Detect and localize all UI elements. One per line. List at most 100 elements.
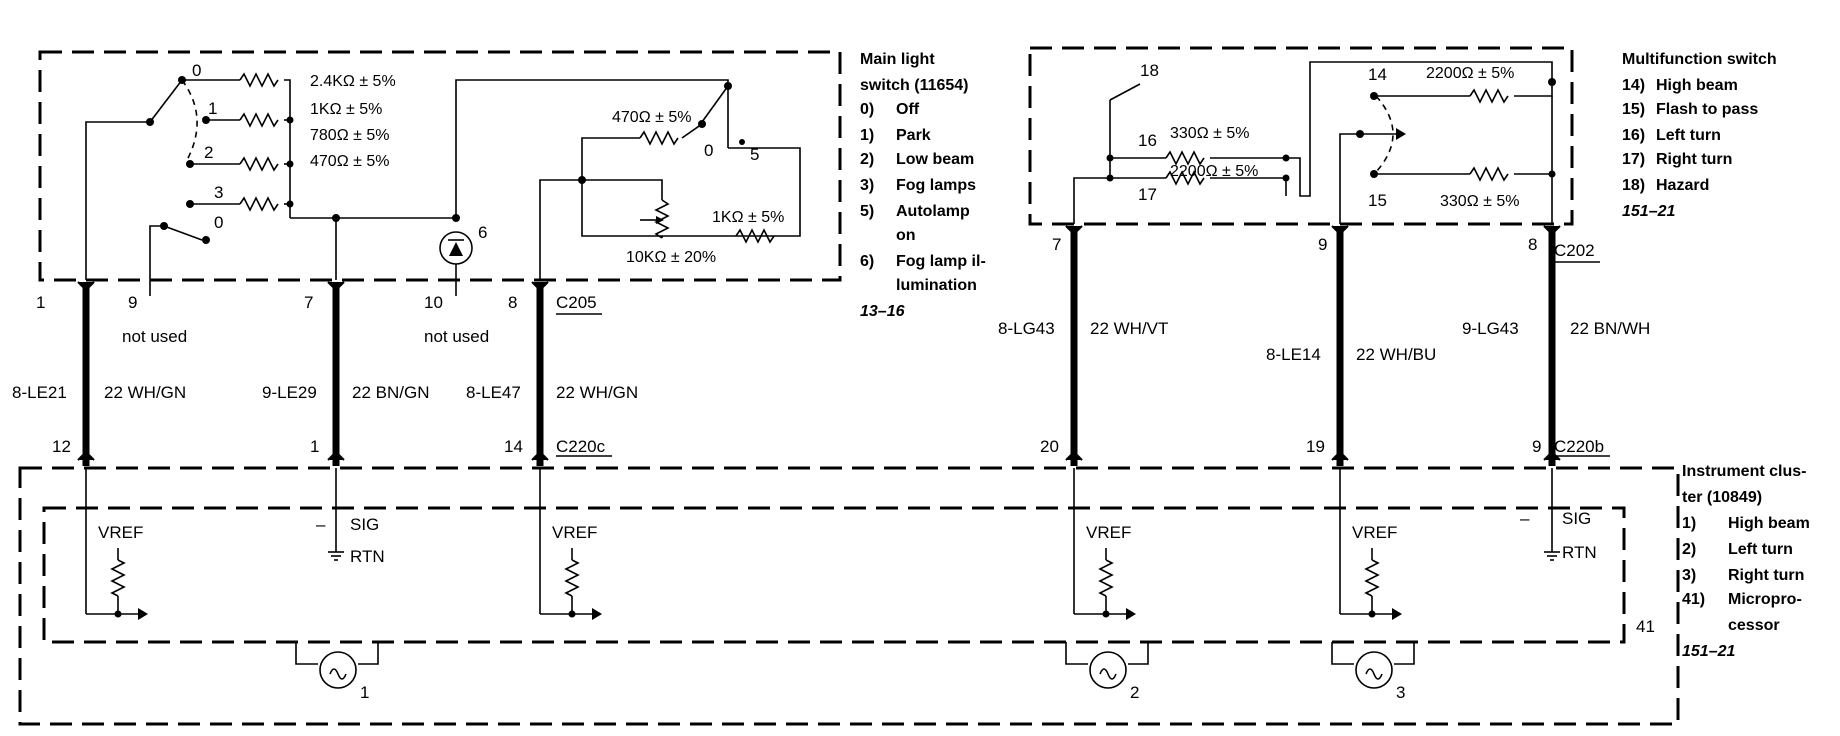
pin-number: 1 <box>36 293 45 312</box>
legend-text: Fog lamps <box>896 177 976 194</box>
pin-number: 8 <box>508 293 517 312</box>
pin-number: 7 <box>1052 235 1061 254</box>
legend-num: 14) <box>1622 77 1645 94</box>
instrument-cluster-outer-box <box>18 466 1680 726</box>
lamp-3 <box>1331 642 1415 689</box>
position-label: 2 <box>204 143 213 162</box>
position-label: 0 <box>192 61 201 80</box>
connector-label: C220b <box>1554 437 1604 456</box>
legend-num: 2) <box>860 151 874 168</box>
instrument-cluster-legend: Instrument clus- ter (10849) 1) High bea… <box>1682 463 1810 660</box>
sig-label: SIG <box>350 515 379 534</box>
legend-text: Micropro- <box>1728 591 1802 608</box>
legend-text: Off <box>896 101 920 118</box>
vref-block-2 <box>539 468 602 620</box>
legend-num: 0) <box>860 101 874 118</box>
sig-label: SIG <box>1562 509 1591 528</box>
position-label: 6 <box>478 223 487 242</box>
legend-text: Fog lamp il- <box>896 253 986 270</box>
not-used-label: not used <box>424 327 489 346</box>
minus-sign: – <box>316 515 326 534</box>
resistor-value: 2200Ω ± 5% <box>1170 163 1258 180</box>
resistor-value: 780Ω ± 5% <box>310 127 389 144</box>
wire-circuit: 8-LE47 <box>466 383 521 402</box>
legend-num: 2) <box>1682 541 1696 558</box>
wire-color: 22 WH/GN <box>104 383 186 402</box>
wire-color: 22 BN/WH <box>1570 319 1650 338</box>
main-switch-legend: Main light switch (11654) 0) Off 1) Park… <box>860 51 986 320</box>
legend-text: Park <box>896 127 931 144</box>
legend-num: 17) <box>1622 151 1645 168</box>
pin-number: 7 <box>304 293 313 312</box>
wire-circuit: 8-LE21 <box>12 383 67 402</box>
legend-text: High beam <box>1728 515 1810 532</box>
legend-text: cessor <box>1728 617 1780 634</box>
legend-title: Instrument clus- <box>1682 463 1806 480</box>
legend-ref: 151–21 <box>1622 203 1675 220</box>
lamp-number: 1 <box>360 683 369 702</box>
legend-num: 1) <box>860 127 874 144</box>
legend-num: 3) <box>860 177 874 194</box>
legend-num: 18) <box>1622 177 1645 194</box>
pin-number: 8 <box>1528 235 1537 254</box>
wire-circuit: 8-LE14 <box>1266 345 1321 364</box>
resistor-value: 470Ω ± 5% <box>612 109 691 126</box>
legend-title: Main light <box>860 51 935 68</box>
wire-color: 22 BN/GN <box>352 383 429 402</box>
legend-text: Left turn <box>1656 127 1721 144</box>
legend-text: Right turn <box>1656 151 1732 168</box>
wire-color: 22 WH/BU <box>1356 345 1436 364</box>
lamp-1 <box>295 642 379 689</box>
legend-text: High beam <box>1656 77 1738 94</box>
microprocessor-box <box>42 506 1626 644</box>
vref-label: VREF <box>552 523 597 542</box>
legend-text: lumination <box>896 277 977 294</box>
legend-ref: 13–16 <box>860 303 905 320</box>
vref-block-1 <box>85 468 148 620</box>
multifunction-switch-circuit <box>1073 61 1556 224</box>
lamp-2 <box>1065 642 1149 689</box>
main-switch-circuit <box>85 72 801 280</box>
legend-num: 3) <box>1682 567 1696 584</box>
position-label: 14 <box>1368 65 1387 84</box>
position-label: 0 <box>704 141 713 160</box>
vref-label: VREF <box>1086 523 1131 542</box>
legend-num: 16) <box>1622 127 1645 144</box>
position-label: 18 <box>1140 61 1159 80</box>
resistor-value: 10KΩ ± 20% <box>626 249 716 266</box>
pin-number: 9 <box>128 293 137 312</box>
vref-block-4 <box>1339 468 1402 620</box>
connector-label: C220c <box>556 437 606 456</box>
vref-label: VREF <box>1352 523 1397 542</box>
wire-circuit: 8-LG43 <box>998 319 1055 338</box>
rtn-label: RTN <box>1562 543 1597 562</box>
legend-num: 1) <box>1682 515 1696 532</box>
pin-number: 10 <box>424 293 443 312</box>
pin-number: 12 <box>52 437 71 456</box>
lamp-number: 3 <box>1396 683 1405 702</box>
legend-title: switch (11654) <box>860 77 969 94</box>
connector-label: C202 <box>1554 241 1595 260</box>
position-label: 0 <box>214 213 223 232</box>
lamp-number: 2 <box>1130 683 1139 702</box>
vref-label: VREF <box>98 523 143 542</box>
resistor-value: 470Ω ± 5% <box>310 153 389 170</box>
legend-text: Right turn <box>1728 567 1804 584</box>
wire-circuit: 9-LE29 <box>262 383 317 402</box>
ground-2 <box>1544 468 1560 561</box>
not-used-label: not used <box>122 327 187 346</box>
resistor-value: 330Ω ± 5% <box>1170 125 1249 142</box>
multifunction-switch-box <box>1028 46 1574 226</box>
main-light-switch-box <box>38 50 842 282</box>
legend-text: Left turn <box>1728 541 1793 558</box>
pin-41-label: 41 <box>1636 617 1655 636</box>
position-label: 15 <box>1368 191 1387 210</box>
legend-text: Flash to pass <box>1656 101 1758 118</box>
wire-circuit: 9-LG43 <box>1462 319 1519 338</box>
multifunction-switch-legend: Multifunction switch 14) High beam 15) F… <box>1622 51 1777 220</box>
pin-number: 14 <box>504 437 523 456</box>
legend-text: Autolamp <box>896 203 970 220</box>
vref-block-3 <box>1073 468 1136 620</box>
wire-color: 22 WH/VT <box>1090 319 1168 338</box>
legend-text: Low beam <box>896 151 974 168</box>
